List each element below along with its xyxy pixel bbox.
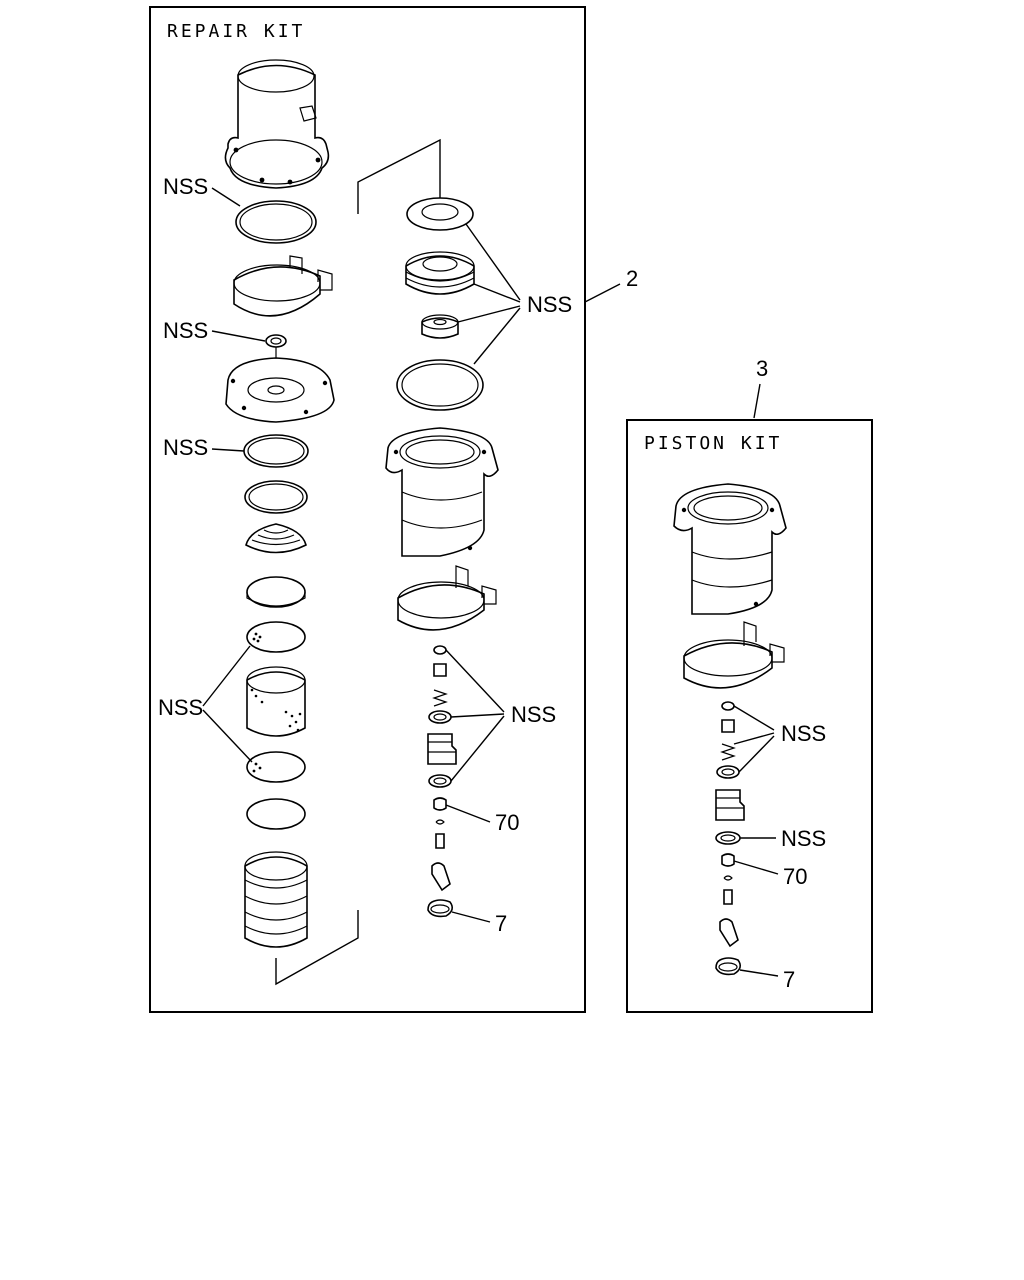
item-number-3: 3 xyxy=(756,356,768,381)
screen-disc-upper xyxy=(246,621,306,653)
piston-kit-housing xyxy=(673,483,787,615)
callout-piston-nss-oring: NSS xyxy=(781,826,826,851)
piston-housing xyxy=(385,427,499,557)
small-seal xyxy=(265,334,287,348)
valve-stack-repair xyxy=(427,645,457,918)
clamp-band-upper xyxy=(233,255,333,317)
callout-piston-valve-part-70: 70 xyxy=(783,864,807,889)
desiccant-cartridge xyxy=(244,851,308,948)
piston-seal xyxy=(405,251,475,295)
plain-disc xyxy=(246,798,306,830)
filter-element xyxy=(246,666,306,737)
callout-nss-upper-right-group: NSS xyxy=(527,292,572,317)
screen-disc-lower xyxy=(246,751,306,783)
piston-kit-title: PISTON KIT xyxy=(644,433,782,454)
item-number-2: 2 xyxy=(626,266,638,291)
callout-nss-valve-group: NSS xyxy=(511,702,556,727)
o-ring-large xyxy=(396,359,484,411)
clamp-band-right xyxy=(397,565,497,631)
callout-piston-snap-ring-7: 7 xyxy=(783,967,795,992)
callout-nss-small-seal: NSS xyxy=(163,318,208,343)
valve-stack-piston xyxy=(715,701,745,976)
piston-kit-frame xyxy=(626,419,873,1013)
callout-valve-part-70: 70 xyxy=(495,810,519,835)
seal-cup xyxy=(406,197,474,231)
repair-kit-title: REPAIR KIT xyxy=(167,21,305,42)
cylinder-cover xyxy=(224,59,330,189)
cone-spring xyxy=(245,523,307,554)
callout-nss-top-ring: NSS xyxy=(163,174,208,199)
piston-kit-group: PISTON KIT xyxy=(626,419,873,1013)
repair-kit-group: REPAIR KIT NSS xyxy=(149,6,586,1013)
callout-piston-nss-valve-group: NSS xyxy=(781,721,826,746)
piston-kit-clamp-band xyxy=(683,621,785,689)
repair-kit-frame xyxy=(149,6,586,1013)
diaphragm-plate xyxy=(225,357,335,423)
gasket-ring xyxy=(244,480,308,514)
callout-nss-screens: NSS xyxy=(158,695,203,720)
bushing xyxy=(421,314,459,339)
o-ring-mid xyxy=(243,434,309,468)
callout-nss-mid-ring: NSS xyxy=(163,435,208,460)
o-ring-top xyxy=(235,200,317,244)
band-ring xyxy=(246,576,306,608)
callout-snap-ring-7: 7 xyxy=(495,911,507,936)
